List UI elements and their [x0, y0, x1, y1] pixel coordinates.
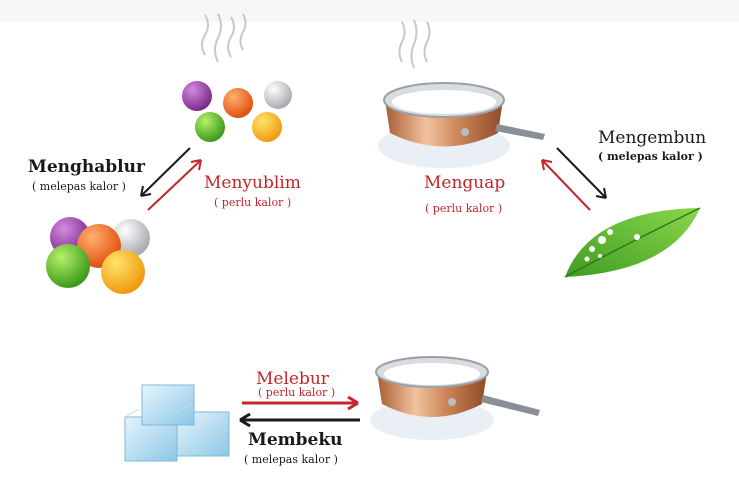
mengembun-label: Mengembun	[598, 128, 707, 148]
membeku-label: Membeku	[248, 430, 343, 450]
solid-particles-icon	[46, 217, 150, 294]
membeku-note: ( melepas kalor )	[244, 453, 338, 466]
leaf-with-dew-icon	[564, 207, 701, 278]
top-fade	[0, 0, 739, 22]
gas-particles-icon	[182, 81, 292, 142]
mengembun-note: ( melepas kalor )	[598, 150, 703, 163]
ice-cubes-icon	[124, 384, 230, 462]
boiling-pan-icon	[378, 82, 545, 168]
menyublim-label: Menyublim	[204, 173, 301, 193]
menghablur-arrow	[140, 147, 191, 197]
water-pan-icon	[370, 356, 540, 440]
menguap-note: ( perlu kalor )	[425, 202, 503, 215]
menguap-label: Menguap	[424, 173, 506, 193]
menyublim-arrow	[147, 159, 202, 211]
menghablur-label: Menghablur	[28, 157, 145, 177]
pan-steam-icon	[398, 19, 431, 69]
menyublim-note: ( perlu kalor )	[214, 196, 292, 209]
menguap-arrow	[541, 159, 591, 211]
melebur-arrow	[242, 395, 359, 411]
melebur-label: Melebur	[256, 369, 329, 389]
steam-icon	[201, 13, 247, 63]
membeku-arrow	[239, 412, 360, 428]
menghablur-note: ( melepas kalor )	[32, 180, 126, 193]
melebur-note: ( perlu kalor )	[258, 386, 336, 399]
mengembun-arrow	[556, 147, 607, 199]
